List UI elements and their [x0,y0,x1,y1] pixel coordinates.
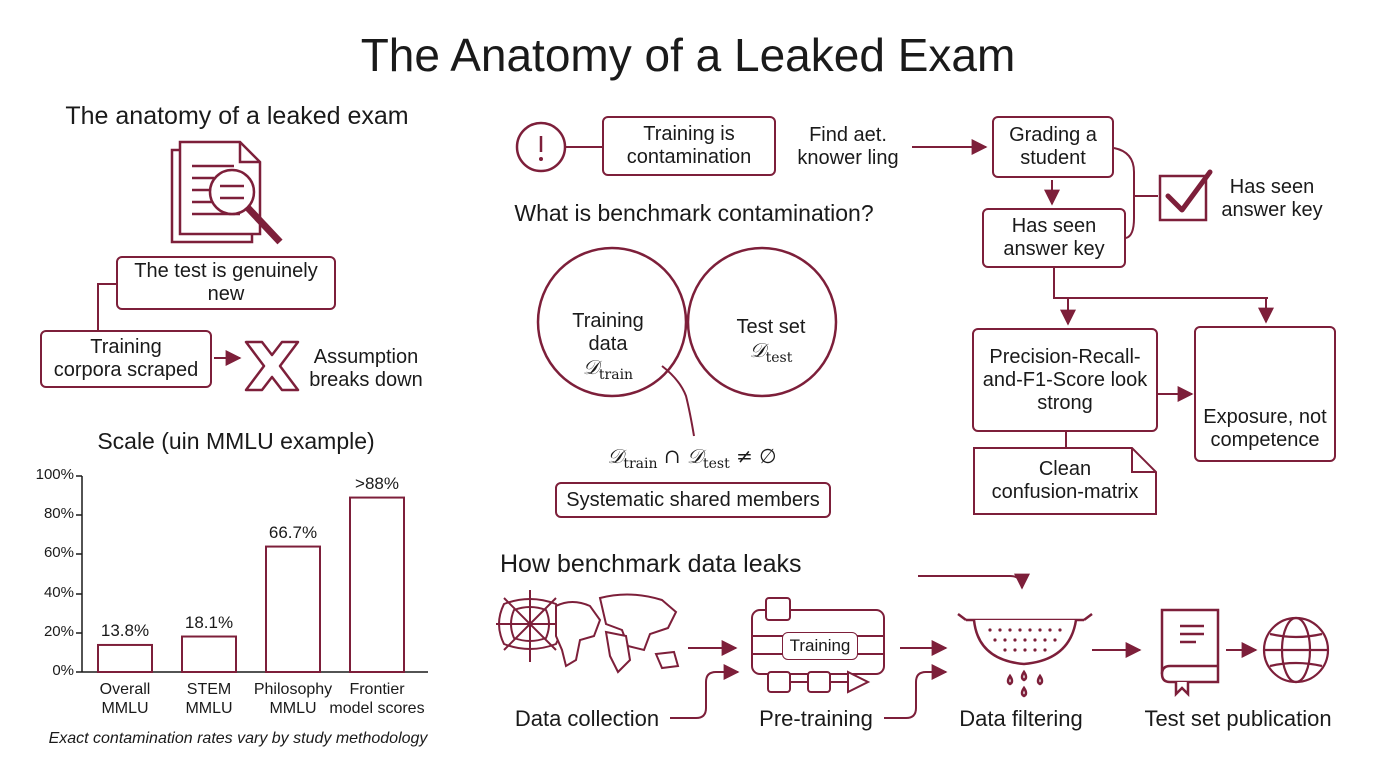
bar-0 [97,643,153,674]
x-mark-icon [244,340,300,392]
intersection-formula: 𝒟train ∩ 𝒟test ≠ ∅ [607,444,777,472]
venn-question: What is benchmark contamination? [514,200,874,226]
bar-label-0: 13.8% [100,620,150,640]
checkbox-icon [1158,169,1213,222]
training-chip: Training [782,632,858,660]
category-label-2: Philosophy MMLU [253,681,333,717]
assumption-label: Assumption breaks down [309,346,423,391]
bar-label-2: 66.7% [268,522,318,542]
precision-box: Precision-Recall- and-F1-Score look stro… [972,328,1158,432]
category-label-3: Frontier model scores [329,681,425,717]
confusion-label: Clean confusion-matrix [991,458,1139,503]
y-tick-5: 100% [35,466,74,483]
chart-footnote: Exact contamination rates vary by study … [48,730,428,747]
has-seen-side: Has seen answer key [1221,176,1323,221]
stage-data-filtering: Data filtering [959,706,1083,731]
leak-heading: How benchmark data leaks [500,550,802,578]
chart-title: Scale (uin MMLU example) [97,428,375,454]
chart-bars [97,496,405,674]
find-text: Find aet. knower ling [797,124,899,169]
has-seen-box: Has seen answer key [982,208,1126,268]
category-label-1: STEM MMLU [185,681,233,717]
y-tick-1: 20% [43,622,74,640]
exposure-box: Exposure, not competence [1194,326,1336,462]
y-tick-4: 80% [43,505,74,523]
colander-icon [957,613,1093,698]
bar-label-1: 18.1% [184,612,234,632]
grading-box: Grading a student [992,116,1114,178]
category-label-0: Overall MMLU [99,681,151,717]
bar-label-3: >88% [355,473,399,493]
left-heading: The anatomy of a leaked exam [65,102,409,130]
y-tick-3: 60% [43,544,74,562]
training-scraped-box: Training corpora scraped [40,330,212,388]
shared-members-box: Systematic shared members [555,482,831,518]
stage-data-collection: Data collection [514,706,660,731]
page-title: The Anatomy of a Leaked Exam [360,29,1016,81]
bar-2 [265,545,321,673]
y-tick-0: 0% [52,662,74,679]
stage-pre-training: Pre-training [759,706,873,731]
bar-1 [181,635,237,673]
globe-icon [1262,616,1330,684]
y-tick-2: 40% [43,583,74,601]
book-icon [1160,608,1220,698]
venn-test-label: Test set 𝒟test [736,316,806,366]
bar-3 [349,496,405,673]
web-map-icon [496,590,680,674]
venn-diagram [536,246,838,437]
training-contamination-box: Training is contamination [602,116,776,176]
venn-train-label: Training data 𝒟train [572,310,644,383]
document-magnifier-icon [170,140,283,245]
test-new-box: The test is genuinely new [116,256,336,310]
info-icon [515,121,567,173]
stage-test-publication: Test set publication [1144,706,1332,731]
